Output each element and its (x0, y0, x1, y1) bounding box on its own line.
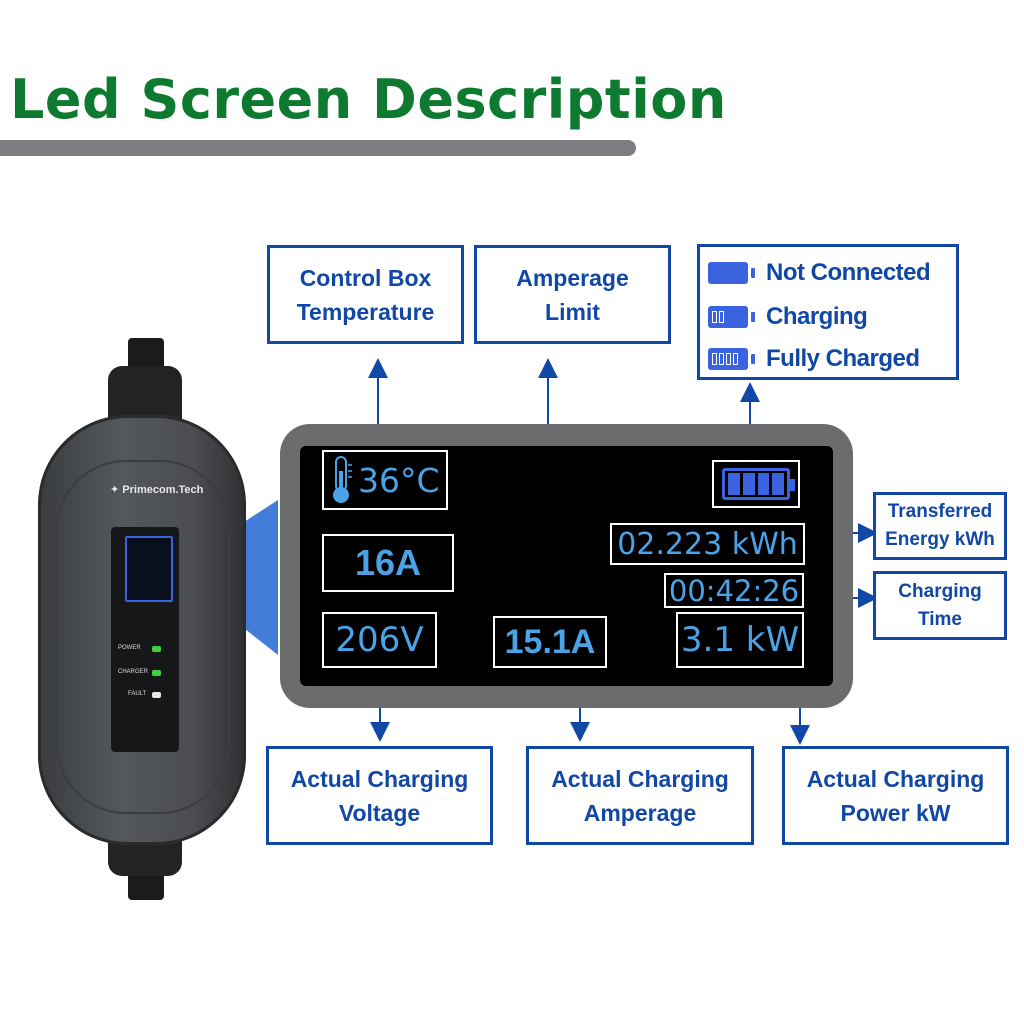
battery-legend: Not Connected Charging Fully Charged (697, 244, 959, 380)
led-label-charger: CHARGER (118, 669, 149, 675)
power-led (152, 646, 161, 652)
device-mini-screen (125, 536, 173, 602)
screen-amperage-limit: 16A (322, 534, 454, 592)
brand-mark-icon: ✦ (110, 484, 123, 496)
led-label-power: POWER (118, 645, 141, 651)
battery-full-icon (708, 348, 755, 370)
screen-temperature: 36°C (322, 450, 448, 510)
legend-charging: Charging (708, 303, 868, 331)
page-title: Led Screen Description (10, 68, 727, 131)
led-label-fault: FAULT (128, 691, 147, 697)
screen-voltage: 206V (322, 612, 437, 668)
label-amperage-limit: Amperage Limit (474, 245, 671, 344)
charger-led (152, 670, 161, 676)
fault-led (152, 692, 161, 698)
label-charging-time: Charging Time (873, 571, 1007, 640)
screen-time: 00:42:26 (664, 573, 804, 608)
battery-full-icon (722, 468, 795, 500)
label-actual-voltage: Actual Charging Voltage (266, 746, 493, 845)
battery-half-icon (708, 306, 755, 328)
label-transferred-energy: Transferred Energy kWh (873, 492, 1007, 560)
legend-fully-charged: Fully Charged (708, 345, 920, 373)
brand-logo: ✦ Primecom.Tech (110, 484, 204, 496)
legend-not-connected: Not Connected (708, 259, 931, 287)
label-control-box-temperature: Control Box Temperature (267, 245, 464, 344)
screen-energy: 02.223 kWh (610, 523, 805, 565)
label-actual-amperage: Actual Charging Amperage (526, 746, 754, 845)
screen-battery (712, 460, 800, 508)
title-underline (0, 140, 636, 156)
control-box-trim (56, 460, 230, 814)
thermometer-icon (333, 456, 352, 503)
battery-empty-icon (708, 262, 755, 284)
screen-power: 3.1 kW (676, 612, 804, 668)
label-actual-power: Actual Charging Power kW (782, 746, 1009, 845)
screen-amperage: 15.1A (493, 616, 607, 668)
